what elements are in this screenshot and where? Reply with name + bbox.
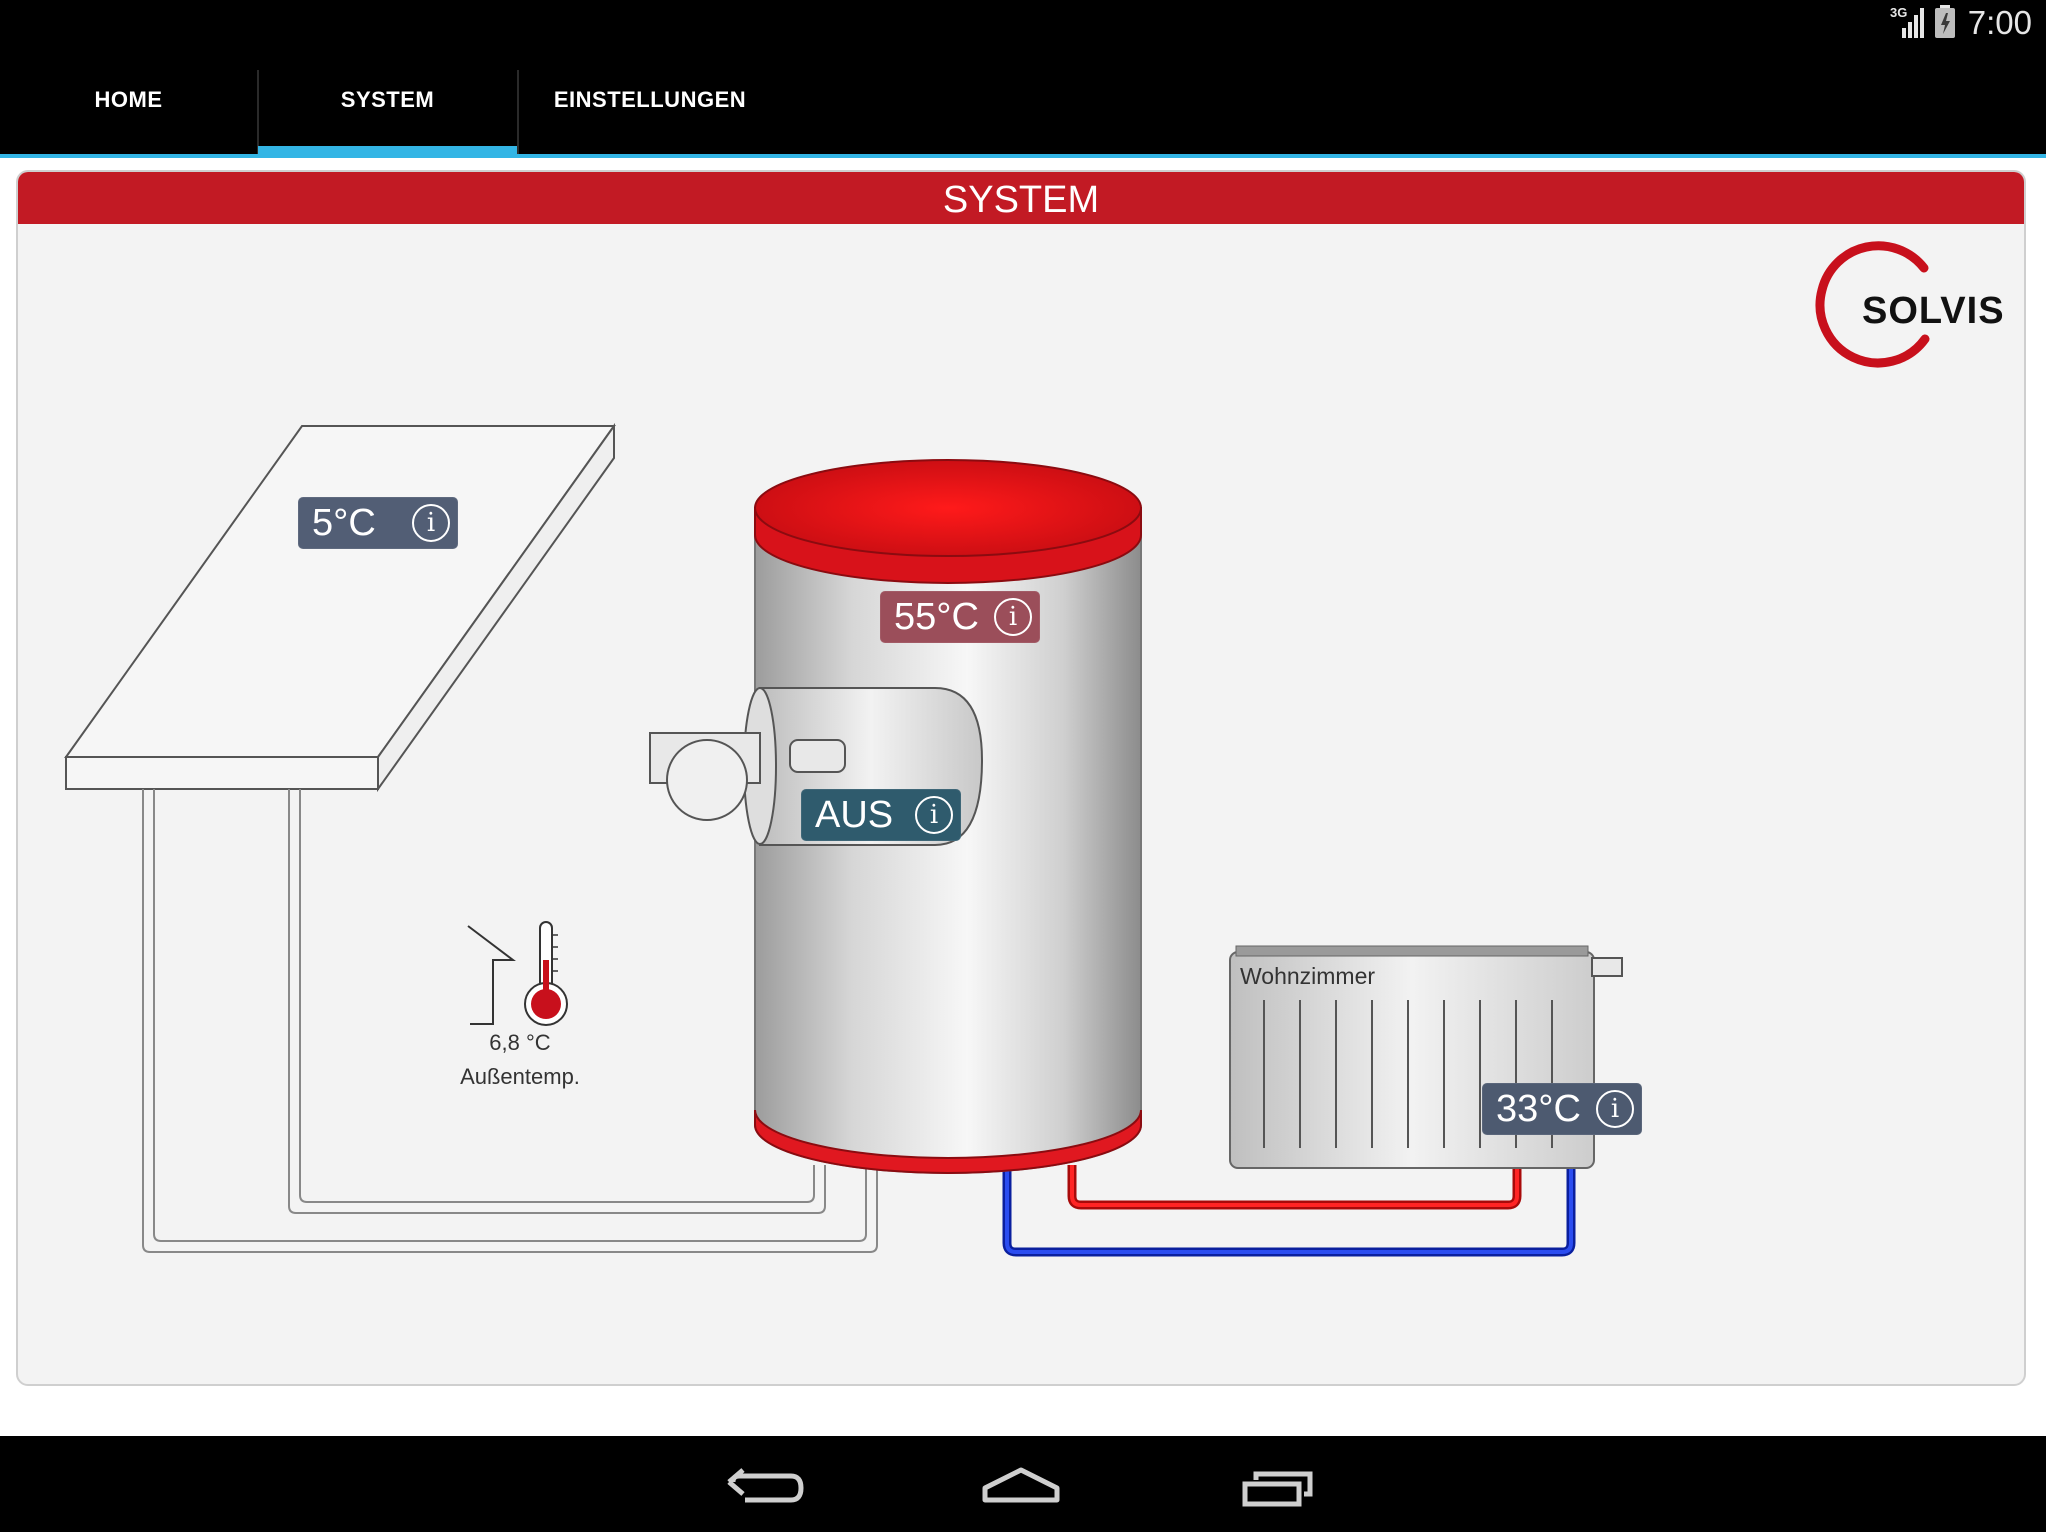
clock: 7:00 <box>1967 4 2032 41</box>
tab-bar-underline <box>0 154 2046 158</box>
burner-status-badge[interactable]: AUS i <box>801 789 961 841</box>
burner-status: AUS <box>815 793 894 836</box>
recent-apps-button[interactable] <box>1212 1436 1352 1532</box>
solvis-logo <box>1815 241 1930 368</box>
tab-home[interactable]: HOME <box>94 87 163 112</box>
outside-sensor-icon <box>467 925 516 1025</box>
collector-pipes <box>142 789 878 1253</box>
radiator-room-label: Wohnzimmer <box>1240 963 1376 989</box>
collector-temperature: 5°C <box>312 501 376 544</box>
solar-collector <box>64 422 616 793</box>
info-icon[interactable]: i <box>1596 1090 1634 1128</box>
tank-temperature: 55°C <box>894 595 979 638</box>
outside-temperature-label: Außentemp. <box>460 1064 580 1089</box>
tab-bar: HOME SYSTEM EINSTELLUNGEN <box>0 46 2046 154</box>
tab-divider <box>517 70 519 154</box>
panel-title: SYSTEM <box>18 172 2024 224</box>
signal-3g-icon: 3G <box>1890 5 1924 38</box>
radiator-temperature: 33°C <box>1496 1087 1581 1130</box>
network-label: 3G <box>1890 5 1907 20</box>
navigation-bar <box>0 1436 2046 1532</box>
collector-temperature-badge[interactable]: 5°C i <box>298 497 458 549</box>
info-icon[interactable]: i <box>412 504 450 542</box>
tab-divider <box>257 70 259 154</box>
recent-apps-icon <box>1242 1471 1313 1507</box>
selected-tab-indicator <box>258 146 517 154</box>
thermometer-icon <box>524 921 568 1026</box>
back-icon <box>727 1468 804 1503</box>
tab-einstellungen[interactable]: EINSTELLUNGEN <box>553 87 747 112</box>
back-button[interactable] <box>693 1436 833 1532</box>
info-icon[interactable]: i <box>994 598 1032 636</box>
home-icon <box>982 1467 1060 1503</box>
heating-pipes <box>1002 1165 1576 1257</box>
logo-text: SOLVIS <box>1862 290 2005 332</box>
tab-system[interactable]: SYSTEM <box>340 87 435 112</box>
status-bar: 3G 7:00 <box>0 0 2046 46</box>
home-button[interactable] <box>951 1436 1091 1532</box>
tank-temperature-badge[interactable]: 55°C i <box>880 591 1040 643</box>
info-icon[interactable]: i <box>915 796 953 834</box>
radiator-temperature-badge[interactable]: 33°C i <box>1482 1083 1642 1135</box>
outside-temperature: 6,8 °C <box>489 1030 551 1055</box>
battery-icon <box>1935 5 1955 38</box>
